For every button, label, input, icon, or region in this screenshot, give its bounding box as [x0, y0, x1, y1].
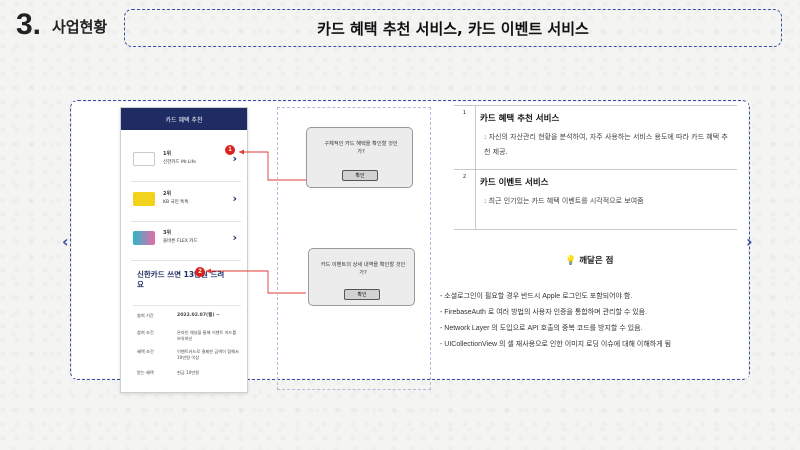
dialog-panel [277, 107, 431, 390]
list-item: - FirebaseAuth 로 여러 방법의 사용자 인증을 통합하며 관리할… [440, 309, 648, 316]
description-row-1: 1 카드 혜택 추천 서비스 : 자신의 자산관리 현황을 분석하여, 자주 사… [454, 106, 737, 170]
badge-1: 1 [225, 145, 235, 155]
confirm-button[interactable]: 확인 [344, 289, 380, 300]
chevron-right-icon[interactable]: › [232, 152, 237, 165]
info-value: 2022.02.07(월) ~ [177, 313, 220, 318]
card-image [133, 231, 155, 245]
section-number: 3. [16, 8, 42, 41]
chevron-right-icon[interactable]: › [232, 192, 237, 205]
lightbulb-icon: 💡 [565, 256, 577, 266]
card-name: 신한카드 Mr.Life [163, 160, 196, 165]
card-row-3[interactable]: 3위 올바른 FLEX 카드 › [131, 225, 241, 261]
promo-title: 신한카드 쓰면 13만원 드려요 [137, 270, 225, 289]
info-value: 이벤트카드로 결제한 금액이 합해서 10만원 이상 [177, 349, 239, 360]
description-table: 1 카드 혜택 추천 서비스 : 자신의 자산관리 현황을 분석하여, 자주 사… [454, 105, 737, 230]
realized-heading: 💡깨달은 점 [565, 254, 613, 266]
info-value: 현금 10만원 [177, 370, 200, 375]
info-label: 참여 조건 [137, 330, 154, 335]
row-body: : 최근 인기있는 카드 혜택 이벤트를 시각적으로 보여줌 [484, 197, 644, 205]
row-title: 카드 이벤트 서비스 [480, 178, 549, 188]
dialog-card-event: 카드 이벤트의 상세 내역을 확인할 것인가? 확인 [308, 248, 415, 306]
dialog-text: 구체적인 카드 혜택을 확인할 것인가? [324, 141, 398, 155]
info-value: 온라인 채널을 통해 이벤트 카드를 보유하신 [177, 330, 237, 341]
phone-mockup: 카드 혜택 추천 1위 신한카드 Mr.Life › 2위 KB 국민 톡톡 ›… [120, 107, 248, 393]
row-body: : 자신의 자산관리 현황을 분석하여, 자주 사용하는 서비스 용도에 따라 … [484, 133, 728, 156]
card-rank: 1위 [163, 151, 172, 157]
card-name: KB 국민 톡톡 [163, 200, 189, 205]
card-name: 올바른 FLEX 카드 [163, 239, 198, 244]
list-item: - UICollectionView 의 셀 재사용으로 인한 이미지 로딩 이… [440, 341, 672, 348]
card-image [133, 192, 155, 206]
header-box: 카드 혜택 추천 서비스, 카드 이벤트 서비스 [124, 9, 782, 47]
row-number: 2 [454, 170, 476, 229]
badge-2: 2 [195, 267, 205, 277]
row-title: 카드 혜택 추천 서비스 [480, 114, 560, 124]
content-frame [70, 100, 750, 380]
confirm-button[interactable]: 확인 [342, 170, 378, 181]
section-title: 사업현황 [52, 18, 108, 36]
main-title: 카드 혜택 추천 서비스, 카드 이벤트 서비스 [317, 19, 589, 38]
card-rank: 2위 [163, 191, 172, 197]
card-row-2[interactable]: 2위 KB 국민 톡톡 › [131, 186, 241, 222]
list-item: - Network Layer 의 도입으로 API 호출의 중복 코드를 방지… [440, 325, 643, 332]
list-item: - 소셜로그인이 필요할 경우 반드시 Apple 로그인도 포함되어야 함. [440, 293, 633, 300]
card-rank: 3위 [163, 230, 172, 236]
phone-header: 카드 혜택 추천 [121, 108, 247, 130]
dialog-text: 카드 이벤트의 상세 내역을 확인할 것인가? [320, 262, 406, 276]
info-label: 참여 기간 [137, 313, 154, 318]
info-label: 받는 혜택 [137, 370, 154, 375]
description-row-2: 2 카드 이벤트 서비스 : 최근 인기있는 카드 혜택 이벤트를 시각적으로 … [454, 170, 737, 230]
info-label: 혜택 조건 [137, 349, 154, 354]
dialog-card-benefit: 구체적인 카드 혜택을 확인할 것인가? 확인 [306, 127, 413, 188]
chevron-left-icon[interactable]: ‹ [62, 232, 69, 251]
row-number: 1 [454, 106, 476, 169]
chevron-right-icon[interactable]: › [746, 232, 753, 251]
card-row-1[interactable]: 1위 신한카드 Mr.Life › [131, 146, 241, 182]
chevron-right-icon[interactable]: › [232, 231, 237, 244]
divider [133, 305, 241, 306]
realized-list: - 소셜로그인이 필요할 경우 반드시 Apple 로그인도 포함되어야 함. … [440, 289, 750, 353]
card-image [133, 152, 155, 166]
realized-title: 깨달은 점 [579, 256, 614, 266]
